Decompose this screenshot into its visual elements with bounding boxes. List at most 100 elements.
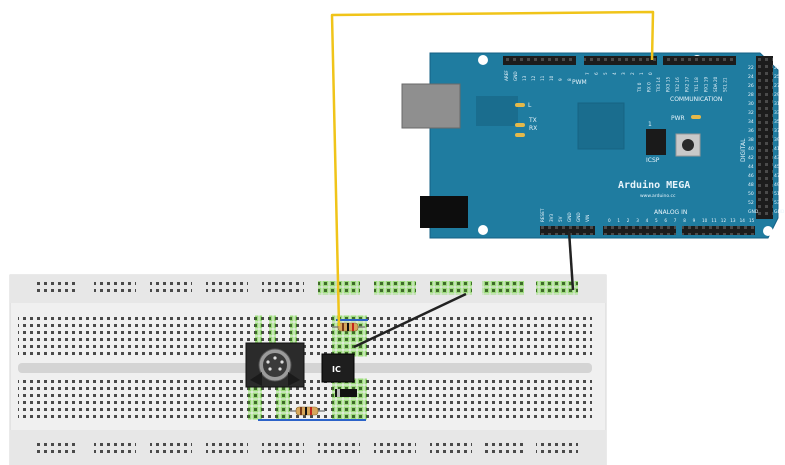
analog-in-label: ANALOG IN: [654, 209, 687, 216]
pin-label: 2: [630, 72, 635, 75]
black-wire-gnd: [567, 230, 575, 291]
pin-label: 45: [774, 164, 780, 170]
pin-label: TX3 14: [656, 77, 661, 93]
connected-columns: [248, 315, 367, 420]
pin-label: 35: [774, 119, 780, 125]
pin-label: 11: [711, 218, 717, 223]
pin-label: GND: [748, 209, 759, 215]
pin-label: 3: [636, 218, 639, 223]
upper-terminal-holes: [18, 315, 592, 357]
mounting-hole: [763, 226, 773, 236]
pin-label: 3: [621, 72, 626, 75]
pin-label: 2: [627, 218, 630, 223]
icsp-header: [646, 129, 666, 155]
board-name: Arduino MEGA: [618, 179, 690, 191]
breadboard: [9, 274, 607, 465]
pin-label: AREF: [504, 70, 509, 81]
pin-label: 12: [531, 75, 536, 81]
led-rx-label: RX: [529, 125, 537, 132]
led-l: [515, 103, 525, 107]
pin-label: 40: [748, 146, 754, 152]
arduino-mega-board: L TX RX PWR 1 ICSP Arduino MEGA www.ardu…: [401, 52, 785, 239]
digital-label: DIGITAL: [740, 138, 747, 162]
pin-label: 44: [748, 164, 754, 170]
pin-label: 48: [748, 182, 754, 188]
pin-label: 52: [748, 200, 754, 206]
pin-label: GND: [774, 209, 785, 215]
ic-chip: IC: [321, 353, 355, 383]
pin-label: 0: [608, 218, 611, 223]
pin-label: 51: [774, 191, 780, 197]
blue-jumpers: [258, 319, 368, 421]
pin-label: 32: [748, 110, 754, 116]
pin-label: GND: [567, 212, 572, 222]
led-tx-label: TX: [528, 117, 537, 124]
pin-label: SDA 20: [713, 76, 718, 92]
pin-label: GND: [576, 212, 581, 222]
pin-label: 5: [603, 72, 608, 75]
pin-label: 38: [748, 137, 754, 143]
pin-label: 27: [774, 83, 780, 89]
pin-label: 13: [522, 75, 527, 81]
pin-label: 53: [774, 200, 780, 206]
pin-label: 39: [774, 137, 780, 143]
pin-label: GND: [513, 71, 518, 81]
pin-label: 24: [748, 74, 754, 80]
pin-label: 11: [540, 75, 545, 81]
pin-label: 23: [774, 65, 780, 71]
pin-label: RX3 15: [666, 77, 671, 92]
icsp-label: ICSP: [646, 157, 660, 164]
pin-label: SCL 21: [723, 77, 728, 92]
top-rail-holes: [37, 281, 578, 295]
pin-label: 31: [774, 101, 780, 107]
pin-label: 5V: [558, 216, 563, 222]
pin-label: 28: [748, 92, 754, 98]
center-channel: [18, 363, 592, 373]
pin-label: 37: [774, 128, 780, 134]
pin-label: VIN: [585, 215, 590, 222]
pin-label: 1: [617, 218, 620, 223]
pin-label: 29: [774, 92, 780, 98]
pin-label: TX 0: [637, 82, 642, 93]
black-wire-chip: [353, 292, 467, 349]
pin-label: 10: [702, 218, 708, 223]
pin-label: 12: [721, 218, 727, 223]
pin-label: 50: [748, 191, 754, 197]
pin-label: 36: [748, 128, 754, 134]
mounting-hole: [478, 55, 488, 65]
power-jack: [420, 196, 468, 228]
pin-label: 49: [774, 182, 780, 188]
pin-label: RX2 17: [685, 77, 690, 92]
led-pwr: [691, 115, 701, 119]
pin-label: 43: [774, 155, 780, 161]
pin-label: 26: [748, 83, 754, 89]
pwr-label: PWR: [671, 115, 685, 122]
pin-label: TX2 16: [675, 77, 680, 93]
pin-label: 9: [558, 78, 563, 81]
pin-label: 41: [774, 146, 780, 152]
pin-label: 1: [639, 72, 644, 75]
communication-label: COMMUNICATION: [670, 96, 722, 103]
led-rx: [515, 133, 525, 137]
pin-label: 9: [693, 218, 696, 223]
usb-port: [401, 83, 461, 129]
pin-label: 42: [748, 155, 754, 161]
ic-chip-label: IC: [332, 365, 341, 374]
diode: [335, 389, 357, 397]
pin-label: 13: [730, 218, 736, 223]
led-l-label: L: [528, 102, 532, 109]
pin-label: 34: [748, 119, 754, 125]
pin-label: 46: [748, 173, 754, 179]
pin-label: 30: [748, 101, 754, 107]
pin-label: RESET: [540, 208, 545, 222]
pin-label: 33: [774, 110, 780, 116]
pin-label: 8: [567, 78, 572, 81]
bottom-rail-holes: [37, 440, 578, 454]
pin-label: 25: [774, 74, 780, 80]
